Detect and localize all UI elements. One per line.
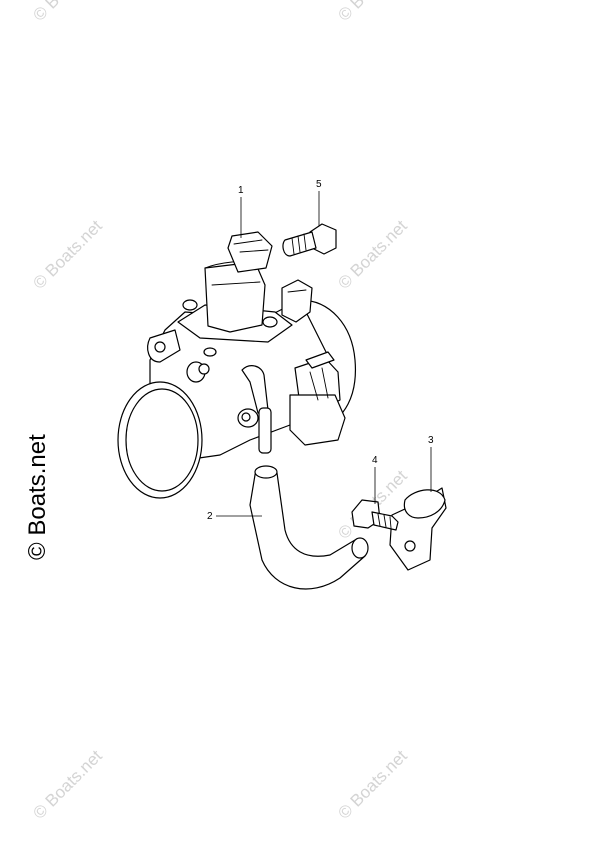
bolt-4-part xyxy=(351,499,399,531)
watermark-mid-left: © Boats.net xyxy=(29,216,106,293)
watermark-bottom-right: © Boats.net xyxy=(334,746,411,823)
hose-part xyxy=(249,465,369,590)
watermark-large: © Boats.net xyxy=(24,434,51,560)
callout-5: 5 xyxy=(316,179,322,226)
watermark-top-left: © Boats.net xyxy=(29,0,106,25)
callout-4: 4 xyxy=(372,455,378,504)
callout-4-label: 4 xyxy=(372,455,378,466)
watermark-mid-right: © Boats.net xyxy=(334,216,411,293)
callout-3-label: 3 xyxy=(428,435,434,446)
callout-3: 3 xyxy=(428,435,434,492)
watermark-top-right: © Boats.net xyxy=(334,0,411,25)
bolt-5-part xyxy=(282,223,337,257)
throttle-body-part xyxy=(117,231,357,499)
callout-2: 2 xyxy=(207,511,262,522)
clamp-part xyxy=(389,487,447,571)
watermark-bottom-left: © Boats.net xyxy=(29,746,106,823)
callout-2-label: 2 xyxy=(207,511,213,522)
callout-1-label: 1 xyxy=(238,185,244,196)
callout-1: 1 xyxy=(238,185,244,238)
callout-5-label: 5 xyxy=(316,179,322,190)
